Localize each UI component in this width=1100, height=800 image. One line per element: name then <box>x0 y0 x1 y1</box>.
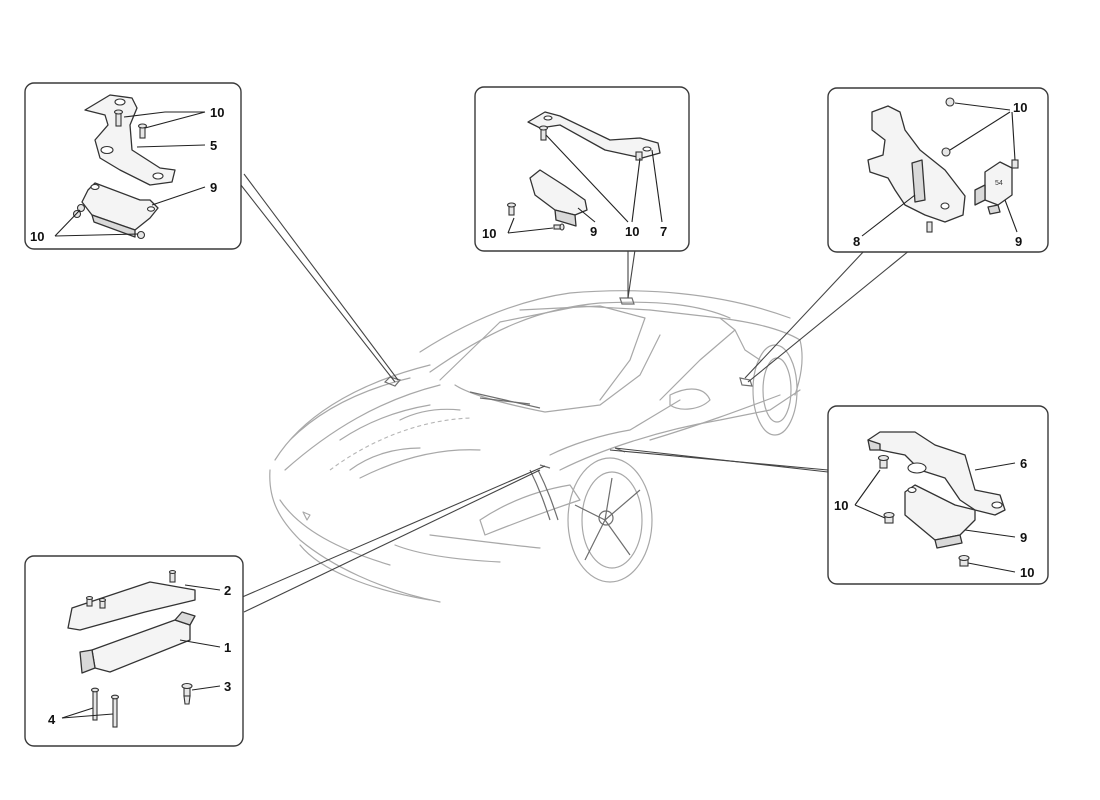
callout-label: 5 <box>210 138 217 153</box>
bracket-part-5 <box>84 94 176 186</box>
bracket-part-2 <box>67 581 196 631</box>
svg-text:54: 54 <box>995 180 1003 187</box>
bolt-icon <box>926 221 933 233</box>
bolt-icon <box>538 125 643 161</box>
panel-top-left: 10 5 9 10 <box>24 82 242 250</box>
callout-label: 9 <box>1020 530 1027 545</box>
screw-icon <box>90 687 120 728</box>
bolt-icon <box>877 454 970 567</box>
callout-label: 10 <box>1020 565 1034 580</box>
car-outline <box>269 290 803 603</box>
callout-lines <box>236 173 911 613</box>
callout-label: 10 <box>834 498 848 513</box>
bolt-icon <box>72 203 146 240</box>
bolt-icon <box>181 682 193 705</box>
bracket-part-6 <box>867 431 1006 516</box>
callout-label: 10 <box>210 105 224 120</box>
bolt-icon <box>85 569 177 609</box>
panel-top-center-frame <box>474 86 690 252</box>
callout-label: 10 <box>482 226 496 241</box>
callout-label: 10 <box>1013 100 1027 115</box>
bolt-icon <box>506 202 565 231</box>
panel-top-center: 10 9 10 7 <box>474 86 690 252</box>
callout-label: 4 <box>48 712 56 727</box>
callout-label: 2 <box>224 583 231 598</box>
callout-label: 6 <box>1020 456 1027 471</box>
panel-mid-right-frame <box>827 405 1049 585</box>
sensor-module-part-9 <box>529 169 588 216</box>
panel-top-right: 54 10 8 9 <box>827 87 1049 253</box>
bolt-icon <box>113 109 148 139</box>
callout-label: 10 <box>625 224 639 239</box>
callout-label: 8 <box>853 234 860 249</box>
callout-label: 9 <box>210 180 217 195</box>
sensor-module-part-9 <box>904 484 976 541</box>
callout-label: 3 <box>224 679 231 694</box>
panel-bottom-left: 2 1 3 4 <box>24 555 244 747</box>
callout-label: 10 <box>30 229 44 244</box>
panel-mid-right: 6 10 9 10 <box>827 405 1049 585</box>
callout-label: 9 <box>590 224 597 239</box>
bracket-part-7 <box>527 111 661 159</box>
callout-label: 9 <box>1015 234 1022 249</box>
callout-label: 7 <box>660 224 667 239</box>
callout-label: 1 <box>224 640 231 655</box>
sensor-module-part-9 <box>81 182 159 231</box>
